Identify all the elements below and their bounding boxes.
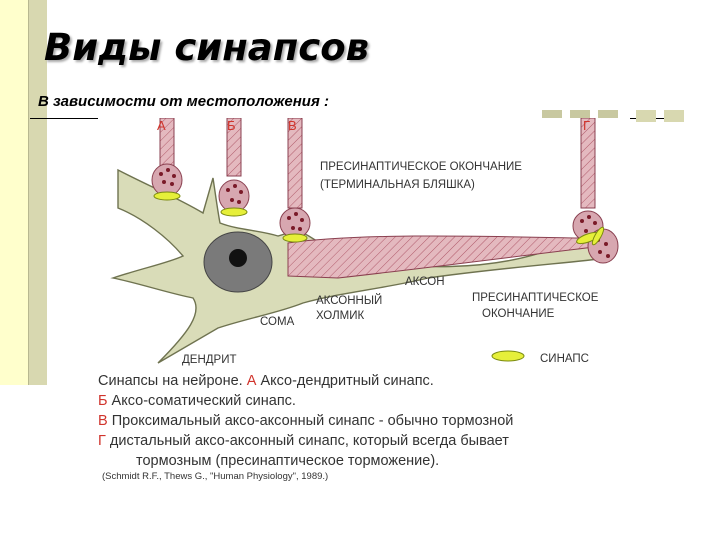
- neuron-diagram: А Б В Г ПРЕСИНАПТИЧЕСКОЕ ОКОНЧАНИЕ (ТЕРМ…: [110, 117, 619, 366]
- left-decor-band: [0, 0, 28, 385]
- label-soma: СОМА: [260, 316, 295, 328]
- label-presyn-1: ПРЕСИНАПТИЧЕСКОЕ: [472, 292, 599, 304]
- synapse-legend-icon: [491, 350, 525, 362]
- caption-2-letter: Б: [98, 393, 108, 409]
- label-terminal-1: ПРЕСИНАПТИЧЕСКОЕ ОКОНЧАНИЕ: [320, 161, 522, 173]
- decor-square: [664, 110, 684, 122]
- label-hillock-1: АКСОННЫЙ: [316, 294, 382, 307]
- axon-fiber-b: [226, 117, 242, 177]
- left-decor-bar: [28, 0, 47, 385]
- slide-subtitle: В зависимости от местоположения :: [38, 93, 329, 110]
- slide-title: Виды синапсов: [44, 26, 370, 69]
- synapse-figure: А Б В Г ПРЕСИНАПТИЧЕСКОЕ ОКОНЧАНИЕ (ТЕРМ…: [98, 117, 630, 486]
- caption-4-rest: дистальный аксо-аксонный синапс, который…: [109, 433, 509, 449]
- caption-line-2: Б Аксо-соматический синапс.: [98, 393, 296, 409]
- caption-3-rest: Проксимальный аксо-аксонный синапс - обы…: [111, 413, 514, 429]
- nucleolus: [229, 249, 247, 267]
- label-b: Б: [227, 118, 236, 133]
- label-dendrite: ДЕНДРИТ: [182, 354, 237, 366]
- caption-1-letter: А: [246, 373, 257, 389]
- axon-fiber-g: [580, 117, 596, 209]
- label-a: А: [157, 118, 166, 133]
- vesicles: [159, 168, 610, 258]
- label-hillock-2: ХОЛМИК: [316, 310, 364, 322]
- caption-1-rest: Аксо-дендритный синапс.: [260, 373, 434, 389]
- label-presyn-2: ОКОНЧАНИЕ: [482, 308, 555, 320]
- label-v: В: [288, 118, 297, 133]
- caption-line-4: Г дистальный аксо-аксонный синапс, котор…: [98, 433, 509, 449]
- decor-square: [636, 110, 656, 122]
- caption-line-5: тормозным (пресинаптическое торможение).: [136, 453, 440, 469]
- caption-4-letter: Г: [98, 433, 106, 449]
- caption-line-1: Синапсы на нейроне. А Аксо-дендритный си…: [98, 373, 434, 389]
- caption-3-letter: В: [98, 413, 108, 429]
- label-synapse: СИНАПС: [540, 353, 589, 365]
- citation: (Schmidt R.F., Thews G., "Human Physiolo…: [102, 471, 329, 482]
- caption-2-rest: Аксо-соматический синапс.: [111, 393, 296, 409]
- label-axon: АКСОН: [405, 276, 445, 288]
- label-terminal-2: (ТЕРМИНАЛЬНАЯ БЛЯШКА): [320, 179, 475, 191]
- synapse-clefts: [153, 191, 605, 246]
- caption-line-3: В Проксимальный аксо-аксонный синапс - о…: [98, 413, 513, 429]
- caption-1-text: Синапсы на нейроне.: [98, 373, 243, 389]
- label-g: Г: [583, 118, 590, 133]
